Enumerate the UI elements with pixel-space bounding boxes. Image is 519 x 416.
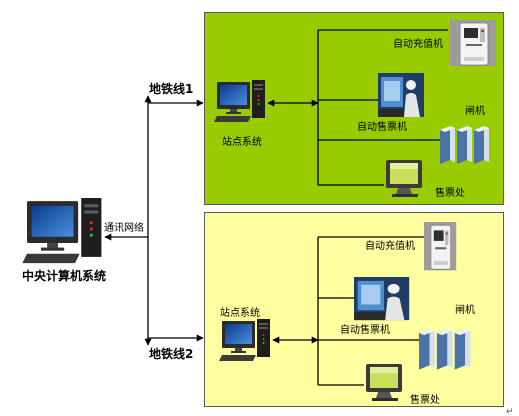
monitor-screen bbox=[225, 324, 252, 344]
line-1-tvm-label: 自动售票机 bbox=[357, 120, 407, 133]
gate-pillar-side bbox=[474, 126, 484, 164]
line-2-ticket-office-icon bbox=[366, 364, 402, 401]
counter bbox=[354, 312, 386, 321]
monitor-screen-highlight bbox=[370, 367, 398, 373]
tower-drive bbox=[84, 204, 99, 208]
tower-drive bbox=[259, 327, 268, 329]
line-1-topup-label: 自动充值机 bbox=[393, 37, 443, 50]
line-1-name: 地铁线1 bbox=[149, 81, 193, 96]
tower-led bbox=[262, 342, 265, 344]
monitor-base bbox=[372, 398, 398, 401]
gate-pillar-side bbox=[436, 328, 448, 370]
keyboard bbox=[214, 116, 251, 122]
monitor-stand bbox=[396, 188, 412, 194]
person-head bbox=[387, 283, 400, 294]
tower-led bbox=[257, 99, 260, 101]
gate-pillar-front bbox=[467, 126, 472, 162]
line-1-ticket-vending-machine-icon bbox=[378, 73, 424, 117]
line-1-station-computer-icon bbox=[214, 80, 265, 122]
line-2-office-label: 售票处 bbox=[410, 393, 440, 406]
machine-screen bbox=[464, 28, 478, 38]
line-1-station-label: 站点系统 bbox=[222, 135, 262, 148]
card-slot bbox=[466, 44, 482, 46]
tower-led bbox=[262, 334, 265, 336]
machine-screen bbox=[384, 81, 400, 101]
gate-pillar-side bbox=[419, 328, 430, 370]
line-2-name: 地铁线2 bbox=[149, 346, 193, 361]
gate-pillar-top bbox=[457, 126, 472, 132]
tower-led bbox=[262, 338, 265, 340]
monitor-stand bbox=[47, 242, 58, 250]
line-1-gate-icon bbox=[440, 126, 489, 164]
tower-led bbox=[89, 233, 93, 237]
line-2-gate-label: 闸机 bbox=[455, 303, 475, 316]
tower-drive bbox=[259, 323, 268, 325]
gate-pillar-top bbox=[419, 328, 435, 336]
machine-keypad bbox=[445, 230, 449, 246]
monitor-base bbox=[392, 194, 418, 197]
central-computer-icon bbox=[22, 198, 102, 264]
central-computer-label: 中央计算机系统 bbox=[22, 268, 106, 283]
machine-screen bbox=[433, 230, 444, 241]
person-head bbox=[406, 80, 416, 90]
tower-drive bbox=[254, 88, 263, 90]
monitor-screen bbox=[31, 205, 74, 237]
tower-led bbox=[89, 227, 93, 231]
monitor-stand bbox=[230, 109, 237, 113]
gate-pillar-side bbox=[454, 328, 466, 370]
machine-screen bbox=[361, 284, 381, 305]
tower-led bbox=[257, 95, 260, 97]
gate-pillar-front bbox=[450, 126, 455, 162]
card-slot bbox=[435, 247, 447, 250]
person-body bbox=[404, 93, 420, 117]
line-1-office-label: 售票处 bbox=[435, 186, 465, 199]
gate-pillar-top bbox=[454, 328, 471, 336]
gate-pillar-top bbox=[436, 328, 453, 336]
network-label: 通讯网络 bbox=[104, 221, 144, 234]
monitor-stand bbox=[376, 392, 392, 398]
person-body bbox=[385, 296, 405, 321]
keyboard bbox=[219, 355, 256, 361]
gate-pillar-side bbox=[440, 126, 450, 164]
counter bbox=[378, 109, 404, 117]
machine-keypad bbox=[480, 28, 485, 42]
line-1-topup-machine-icon bbox=[450, 20, 496, 66]
gate-pillar-front bbox=[465, 328, 471, 368]
gate-pillar-top bbox=[474, 126, 489, 132]
gate-pillar-top bbox=[440, 126, 455, 132]
monitor-stand bbox=[235, 348, 242, 352]
machine-button bbox=[481, 30, 484, 32]
line-2-tvm-label: 自动售票机 bbox=[340, 323, 390, 336]
gate-pillar-front bbox=[484, 126, 489, 162]
monitor-base bbox=[226, 112, 241, 114]
line-2-station-computer-icon bbox=[219, 319, 270, 361]
line-2-topup-machine-icon bbox=[424, 222, 457, 271]
machine-button bbox=[445, 232, 448, 235]
tower-drive bbox=[254, 84, 263, 86]
gate-pillar-front bbox=[429, 328, 435, 368]
line-2-ticket-vending-machine-icon bbox=[354, 277, 410, 321]
gate-pillar-front bbox=[447, 328, 453, 368]
monitor-base bbox=[40, 247, 65, 251]
tower-drive bbox=[84, 210, 99, 214]
paragraph-mark: ↵ bbox=[506, 407, 514, 416]
line-1-gate-label: 闸机 bbox=[465, 104, 485, 117]
keyboard bbox=[22, 253, 80, 264]
line-2-gate-icon bbox=[419, 328, 471, 370]
monitor-screen-highlight bbox=[390, 163, 418, 169]
gate-pillar-side bbox=[457, 126, 467, 164]
machine-base bbox=[433, 260, 448, 266]
monitor-base bbox=[231, 351, 246, 353]
tower-led bbox=[89, 221, 93, 225]
line-2-station-label: 站点系统 bbox=[220, 306, 260, 319]
tower-led bbox=[257, 103, 260, 105]
line-1-ticket-office-icon bbox=[386, 160, 422, 197]
monitor-screen bbox=[220, 85, 247, 105]
machine-base bbox=[464, 57, 484, 61]
line-2-topup-label: 自动充值机 bbox=[365, 239, 415, 252]
